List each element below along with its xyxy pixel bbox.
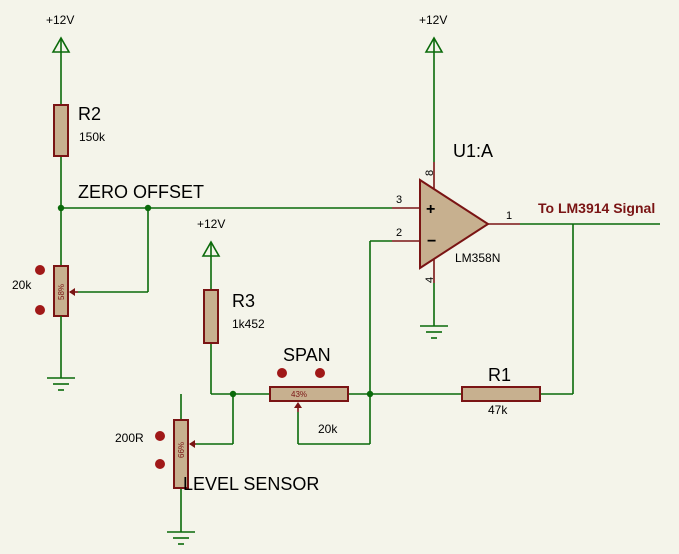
pin-4-label: 4 xyxy=(424,277,436,283)
r1-ref-label: R1 xyxy=(488,365,511,385)
r3-ref-label: R3 xyxy=(232,291,255,311)
zero-offset-label: ZERO OFFSET xyxy=(78,182,204,202)
ground-symbol-zero xyxy=(47,345,75,391)
supply-label-opamp: +12V xyxy=(419,13,447,27)
resistor-r3 xyxy=(203,289,219,344)
power-symbol-r3 xyxy=(201,240,221,290)
opamp-u1a xyxy=(392,162,520,283)
sensor-pot-percent: 66% xyxy=(177,442,186,458)
output-signal-label: To LM3914 Signal xyxy=(538,200,655,216)
power-symbol-opamp xyxy=(424,36,444,162)
potentiometer-span: 43% xyxy=(269,368,349,412)
opamp-minus-sign: − xyxy=(427,233,436,250)
junction-dot xyxy=(229,390,237,398)
ground-symbol-sensor xyxy=(167,488,195,545)
r3-value-label: 1k452 xyxy=(232,317,265,331)
r2-value-label: 150k xyxy=(79,130,106,144)
supply-label-r2: +12V xyxy=(46,13,74,27)
opamp-ref-label: U1:A xyxy=(453,141,493,161)
zero-pot-percent: 58% xyxy=(57,284,66,300)
junction-dot xyxy=(144,204,152,212)
junction-dot xyxy=(57,204,65,212)
span-pot-value-label: 20k xyxy=(318,422,338,436)
wires xyxy=(60,156,660,445)
resistor-r1 xyxy=(461,386,541,402)
r2-ref-label: R2 xyxy=(78,104,101,124)
span-label: SPAN xyxy=(283,345,331,365)
resistor-r2 xyxy=(53,104,69,157)
opamp-plus-sign: + xyxy=(426,201,435,218)
pin-1-label: 1 xyxy=(506,210,512,222)
r1-value-label: 47k xyxy=(488,403,508,417)
potentiometer-level-sensor: 66% xyxy=(155,419,196,489)
potentiometer-zero: 58% xyxy=(35,265,78,345)
span-pot-percent: 43% xyxy=(291,390,307,399)
pin-2-label: 2 xyxy=(396,227,402,239)
pin-8-label: 8 xyxy=(424,170,436,176)
sensor-value-label: 200R xyxy=(115,431,144,445)
ground-symbol-opamp xyxy=(420,283,448,339)
junction-dot xyxy=(366,390,374,398)
opamp-part-label: LM358N xyxy=(455,251,500,265)
pin-3-label: 3 xyxy=(396,194,402,206)
power-symbol-r2 xyxy=(51,36,71,105)
zero-pot-value-label: 20k xyxy=(12,278,32,292)
supply-label-r3: +12V xyxy=(197,217,225,231)
level-sensor-label: LEVEL SENSOR xyxy=(183,474,319,494)
